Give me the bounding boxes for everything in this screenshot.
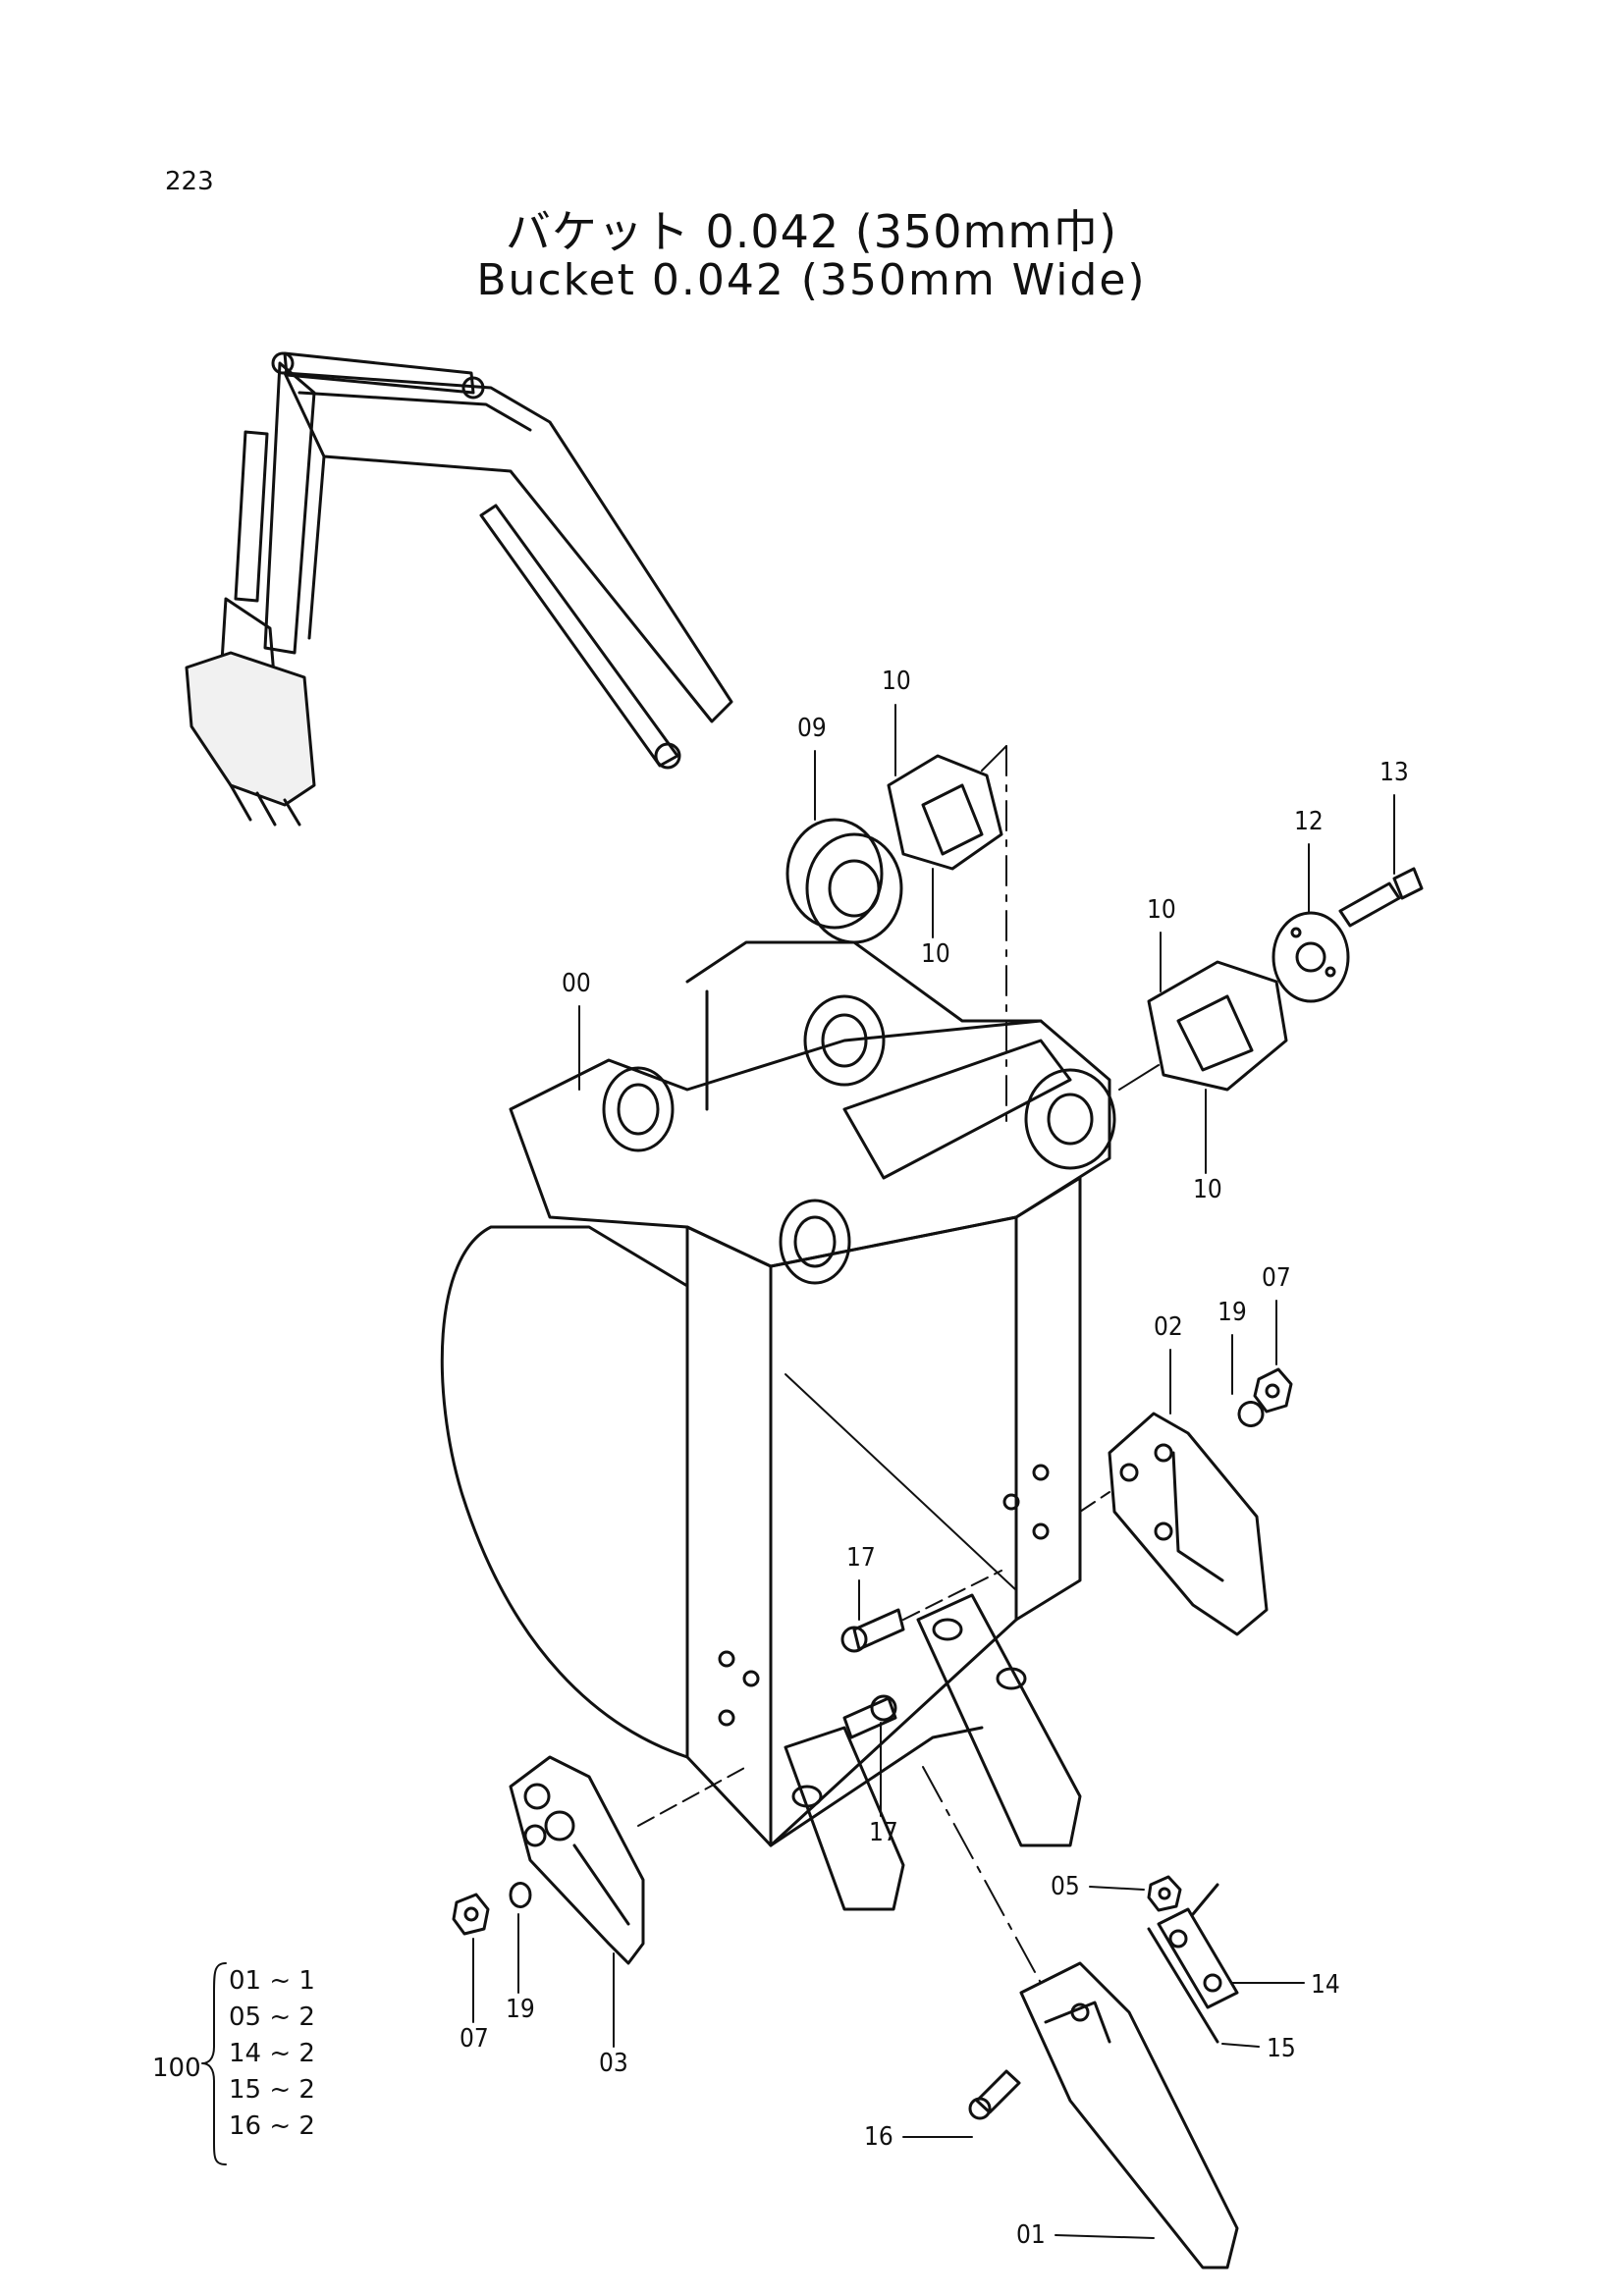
part-01-tooth-point <box>922 1766 1239 2269</box>
kit-item: 14 ~ 2 <box>229 2039 315 2068</box>
callout-labels: 00 01 02 03 05 07 07 09 10 10 10 10 <box>460 667 1409 2250</box>
kit-item: 05 ~ 2 <box>229 2002 315 2032</box>
callout-17-lower: 17 <box>869 1818 898 1847</box>
bucket-body <box>440 940 1116 1847</box>
part-12-washer <box>1271 911 1350 1003</box>
callout-02: 02 <box>1154 1312 1183 1342</box>
callout-13: 13 <box>1380 758 1409 787</box>
callout-15: 15 <box>1267 2034 1296 2063</box>
kit-100-contents: 100 01 ~ 1 05 ~ 2 14 ~ 2 15 ~ 2 16 ~ 2 <box>152 1963 388 2179</box>
kit-item: 16 ~ 2 <box>229 2111 315 2141</box>
part-13-bolt <box>1338 867 1424 928</box>
callout-16: 16 <box>864 2122 893 2152</box>
part-05-nut <box>1147 1875 1182 1912</box>
callout-10-right-lower: 10 <box>1193 1175 1222 1204</box>
part-10-shims-top <box>887 745 1007 1130</box>
title-english: Bucket 0.042 (350mm Wide) <box>476 255 1147 305</box>
callout-10-top: 10 <box>882 667 911 696</box>
part-14-lock-pin <box>1147 1883 1239 2044</box>
kit-bracket <box>201 1962 227 2165</box>
callout-01: 01 <box>1016 2220 1046 2250</box>
callout-12: 12 <box>1294 807 1324 836</box>
part-19-ring-right <box>1237 1401 1265 1427</box>
callout-10-top-lower: 10 <box>921 939 950 969</box>
kit-id: 100 <box>152 2054 201 2083</box>
callout-07-right: 07 <box>1262 1263 1291 1293</box>
callout-09: 09 <box>797 714 827 743</box>
part-03-side-cutter <box>509 1755 747 1965</box>
callout-19-left: 19 <box>506 1995 535 2024</box>
callout-00: 00 <box>562 969 591 998</box>
page-number: 223 <box>165 167 214 196</box>
part-07-nut-left <box>452 1893 490 1936</box>
title-japanese: バケット 0.042 (350mm巾) <box>505 205 1118 258</box>
bucket-teeth <box>784 1593 1082 1911</box>
callout-17-upper: 17 <box>846 1543 876 1573</box>
callout-07-left: 07 <box>460 2024 489 2054</box>
part-02-side-cutter <box>1079 1412 1269 1636</box>
arm-assembly-inset <box>185 351 733 827</box>
kit-list: 01 ~ 1 05 ~ 2 14 ~ 2 15 ~ 2 16 ~ 2 <box>229 1963 315 2145</box>
kit-item: 01 ~ 1 <box>229 1966 315 1996</box>
callout-19-right: 19 <box>1217 1298 1247 1327</box>
part-07-nut-right <box>1253 1367 1293 1414</box>
part-09-spacer <box>785 818 903 944</box>
part-10-shims-right <box>1118 960 1288 1092</box>
part-17-bolts <box>840 1570 1002 1739</box>
callout-14: 14 <box>1311 1970 1340 2000</box>
part-16-bolt <box>968 2069 1021 2120</box>
kit-item: 15 ~ 2 <box>229 2075 315 2105</box>
callout-03: 03 <box>599 2049 628 2078</box>
callout-10-right-upper: 10 <box>1147 895 1176 925</box>
callout-05: 05 <box>1051 1872 1080 1901</box>
part-19-ring-left <box>509 1882 532 1908</box>
